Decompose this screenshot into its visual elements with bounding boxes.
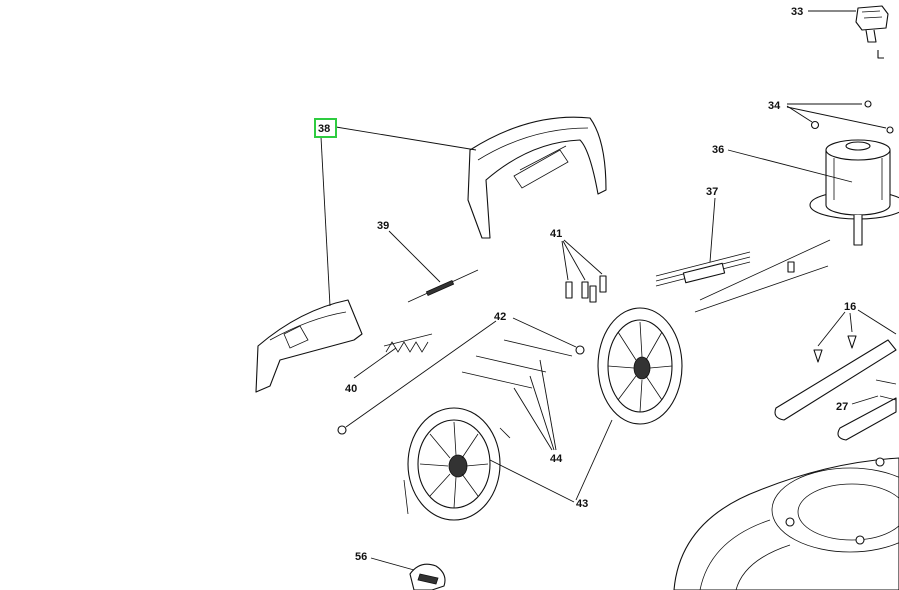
callout-41[interactable]: 41 [550,228,562,240]
leader-41b [562,240,586,281]
part-38-side-flap[interactable] [255,299,363,393]
part-38-rear-cover[interactable] [467,116,607,239]
leader-44c [513,387,553,451]
leader-37 [709,197,716,263]
callout-44[interactable]: 44 [550,453,563,465]
leader-43a [575,419,613,501]
leader-56 [370,557,415,571]
part-41-bolts[interactable] [565,275,607,303]
part-37-cable-harness[interactable] [655,239,831,313]
part-40-spring[interactable] [383,333,433,353]
callout-43[interactable]: 43 [576,498,588,510]
callout-42[interactable]: 42 [494,311,506,323]
leader-27 [851,395,879,405]
leader-39 [388,230,441,283]
callout-16[interactable]: 16 [844,301,856,313]
part-36-motor[interactable] [809,139,899,246]
callout-33[interactable]: 33 [791,6,803,18]
callout-37[interactable]: 37 [706,186,718,198]
leader-44b [529,375,555,451]
leader-34b [786,105,813,123]
leader-43b [489,459,575,503]
mower-deck[interactable] [673,457,899,590]
part-42-nuts[interactable] [337,345,585,435]
leader-16c [857,309,897,335]
leader-34c [786,106,887,129]
callout-39[interactable]: 39 [377,220,389,232]
part-43-wheel-rear[interactable] [597,307,683,425]
leader-44a [539,359,557,451]
part-33-switch-housing[interactable] [855,5,889,59]
part-27-handle-tubes[interactable] [774,339,897,441]
callout-36[interactable]: 36 [712,144,724,156]
leader-41c [563,239,603,275]
leader-38a [335,126,477,151]
leader-36 [727,149,853,183]
callout-27[interactable]: 27 [836,401,848,413]
callout-38-highlight [314,118,337,138]
leader-38b [320,136,331,307]
part-34-screws[interactable] [810,100,894,134]
part-16-clips[interactable] [813,335,857,363]
leader-40 [353,347,397,379]
leader-41a [561,240,569,281]
callout-56[interactable]: 56 [355,551,367,563]
leader-42b [345,320,497,428]
callout-40[interactable]: 40 [345,383,357,395]
callout-34[interactable]: 34 [768,100,781,112]
part-44-axles[interactable] [461,339,573,389]
part-43-wheel-front[interactable] [403,407,511,521]
leader-16a [817,311,846,347]
leader-42a [512,317,577,348]
part-56-knob[interactable] [409,563,446,590]
leader-16b [849,312,853,333]
part-39-rod[interactable] [407,269,479,303]
callout-38[interactable]: 38 [318,123,330,135]
